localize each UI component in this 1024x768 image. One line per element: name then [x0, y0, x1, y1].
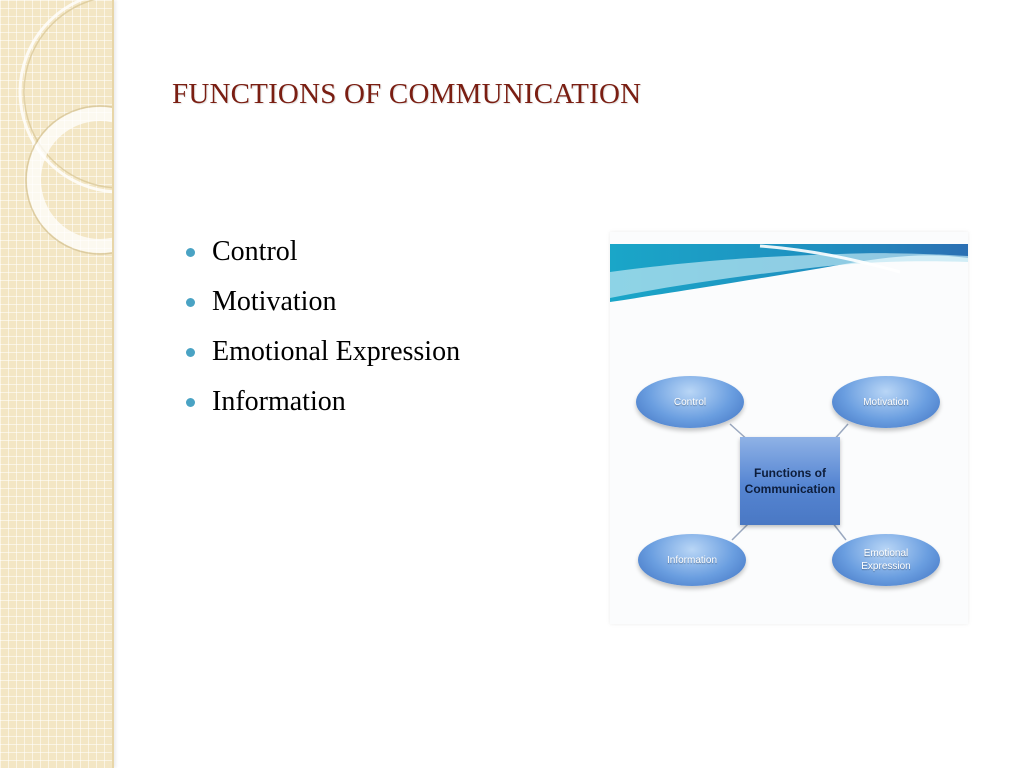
- decorative-rings: [18, 0, 112, 255]
- node-label: Emotional Expression: [861, 548, 911, 572]
- bullet-text: Emotional Expression: [212, 336, 461, 367]
- center-node-functions-of-communication: Functions of Communication: [740, 437, 840, 525]
- left-decorative-band: [0, 0, 114, 768]
- bullet-dot-icon: [186, 298, 195, 307]
- node-information: Information: [638, 534, 746, 586]
- functions-diagram: Functions of Communication Control Motiv…: [610, 232, 968, 624]
- slide-title: FUNCTIONS OF COMMUNICATION: [172, 78, 642, 110]
- node-label: Control: [673, 396, 707, 408]
- center-node-label: Functions of Communication: [744, 466, 836, 496]
- bullet-item-emotional-expression: Emotional Expression: [186, 330, 460, 380]
- bullet-item-motivation: Motivation: [186, 280, 460, 330]
- wave-banner: [610, 244, 968, 302]
- bullet-text: Control: [212, 236, 298, 267]
- bullet-text: Motivation: [212, 286, 337, 317]
- bullet-item-information: Information: [186, 380, 460, 430]
- node-emotional-expression: Emotional Expression: [832, 534, 940, 586]
- node-motivation: Motivation: [832, 376, 940, 428]
- node-control: Control: [636, 376, 744, 428]
- node-label: Information: [666, 554, 718, 566]
- node-label: Motivation: [863, 396, 909, 408]
- bullet-dot-icon: [186, 348, 195, 357]
- bullet-dot-icon: [186, 398, 195, 407]
- bullet-dot-icon: [186, 248, 195, 257]
- bullet-text: Information: [212, 386, 346, 417]
- bullet-list: Control Motivation Emotional Expression …: [186, 230, 460, 430]
- bullet-item-control: Control: [186, 230, 460, 280]
